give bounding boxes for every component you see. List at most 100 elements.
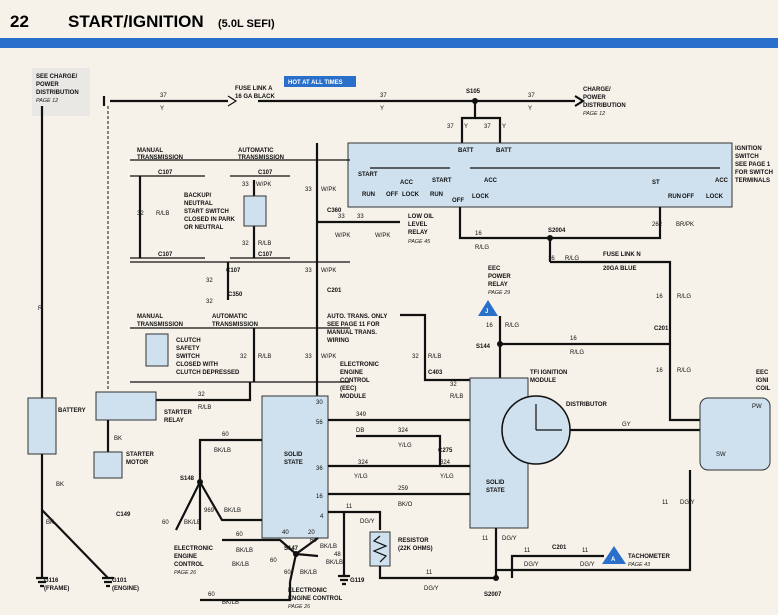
wire-37-down-a: [460, 101, 477, 145]
s148-label: S148: [180, 476, 195, 482]
ref-ign-5: TERMINALS: [735, 178, 770, 184]
wire-color: BK: [56, 482, 64, 488]
switch-acc3: ACC: [715, 178, 729, 184]
wire-label: 11: [662, 500, 669, 506]
wire-color: BK/LB: [300, 570, 317, 576]
pin-36: 36: [316, 466, 323, 472]
ref-charge-page: PAGE 12: [583, 111, 605, 117]
page-number: 22: [10, 12, 29, 31]
fuse-link-n: FUSE LINK N: [603, 252, 641, 258]
wire-label: 32: [412, 354, 419, 360]
tfi-1: TFI IGNITION: [530, 370, 567, 376]
eec-bottom2-2: ENGINE CONTROL: [288, 596, 343, 602]
wire-color: R/LB: [428, 354, 441, 360]
c403-label: C403: [428, 370, 443, 376]
wire-color: R/LB: [198, 405, 211, 411]
wire-label: 16: [656, 368, 663, 374]
ref-ign-1: IGNITION: [735, 146, 762, 152]
clutch-1: CLUTCH: [176, 338, 201, 344]
wire-color: DG/Y: [680, 500, 695, 506]
wire-label: 60: [222, 432, 229, 438]
switch-run2: RUN: [430, 192, 443, 198]
auto-only-1: AUTO. TRANS. ONLY: [327, 314, 387, 320]
wire-color: Y: [502, 124, 506, 130]
wire-11-resistor: [328, 510, 382, 530]
auto-trans-2: TRANSMISSION: [238, 155, 284, 161]
wire-color: R/LG: [677, 368, 691, 374]
eec-module-1: ELECTRONIC: [340, 362, 380, 368]
manual-trans-1: MANUAL: [137, 148, 163, 154]
wire-color: R/LB: [450, 394, 463, 400]
battery-box: [27, 397, 57, 455]
switch-acc: ACC: [400, 180, 414, 186]
wire-label: 262: [652, 222, 663, 228]
manual-trans-2: TRANSMISSION: [137, 155, 183, 161]
ground-g116: [36, 576, 48, 588]
wire-color: R/LG: [565, 256, 579, 262]
tach-page: PAGE 43: [628, 562, 650, 568]
wire-label: 60: [284, 570, 291, 576]
clutch-5: CLUTCH DEPRESSED: [176, 370, 240, 376]
coil-pw: PW: [752, 404, 762, 410]
wire-label: 11: [482, 536, 489, 542]
switch-start2: START: [432, 178, 452, 184]
arrow-right-feed: [574, 95, 586, 107]
ignition-switch-panel: [347, 142, 733, 208]
c360-label: C360: [327, 208, 342, 214]
backup-3: START SWITCH: [184, 209, 229, 215]
wire-label: 32: [242, 241, 249, 247]
page-title: START/IGNITION: [68, 12, 204, 31]
wire-label: 60: [236, 532, 243, 538]
c107-mid: C107: [226, 268, 241, 274]
wire-label: 60: [310, 538, 317, 544]
c107-bot-a: C107: [158, 252, 173, 258]
wire-label: 16: [570, 336, 577, 342]
splice-s105-label: S105: [466, 89, 481, 95]
wire-color: R/LB: [156, 211, 169, 217]
eec-power-page: PAGE 29: [488, 290, 510, 296]
wire-label: 969: [204, 508, 215, 514]
resistor-1: RESISTOR: [398, 538, 429, 544]
ref-charge-3: DISTRIBUTION: [583, 103, 626, 109]
wire-color: BK/LB: [224, 508, 241, 514]
fuse-link-a-symbol: [227, 95, 238, 107]
auto-trans-4: TRANSMISSION: [212, 322, 258, 328]
wire-11-tach: [510, 554, 604, 578]
wire-11-s2007: [378, 566, 496, 580]
switch-batt-1: BATT: [458, 148, 474, 154]
fuse-link-a-label: FUSE LINK A: [235, 86, 273, 92]
wire-color: R/LG: [475, 245, 489, 251]
wire-label: 60: [162, 520, 169, 526]
eec-state: STATE: [284, 460, 303, 466]
eec-power-3: RELAY: [488, 282, 508, 288]
switch-run3: RUN: [668, 194, 681, 200]
wire-label: 16: [548, 256, 555, 262]
wire-color: DG/Y: [580, 562, 595, 568]
wire-60-s147: [222, 538, 297, 555]
wire-label: 33: [305, 354, 312, 360]
wire-color: R: [38, 306, 43, 312]
wire-label: 37: [447, 124, 454, 130]
backup-1: BACKUP/: [184, 193, 212, 199]
eec-ign-3: COIL: [756, 386, 771, 392]
pin-56: 56: [316, 420, 323, 426]
wire-60-fan: [288, 537, 319, 583]
ref-ign-2: SWITCH: [735, 154, 759, 160]
g116-label: G116: [44, 578, 59, 584]
wire-color: DG/Y: [524, 562, 539, 568]
eec-module-4: (EEC): [340, 386, 356, 392]
wire-label: 324: [398, 428, 409, 434]
wire-label: 48: [334, 552, 341, 558]
eec-ign-2: IGNI: [756, 378, 769, 384]
tfi-solid: SOLID: [486, 480, 505, 486]
wire-label: 11: [346, 504, 353, 510]
wire-label: 32: [198, 392, 205, 398]
tfi-2: MODULE: [530, 378, 556, 384]
wire-11-coil: [496, 470, 692, 572]
wire-color: BK/LB: [222, 600, 239, 606]
wire-32-c403: [400, 313, 470, 382]
wire-label: 11: [426, 570, 433, 576]
wire-color: BK/LB: [214, 448, 231, 454]
wire-label: 37: [380, 93, 387, 99]
